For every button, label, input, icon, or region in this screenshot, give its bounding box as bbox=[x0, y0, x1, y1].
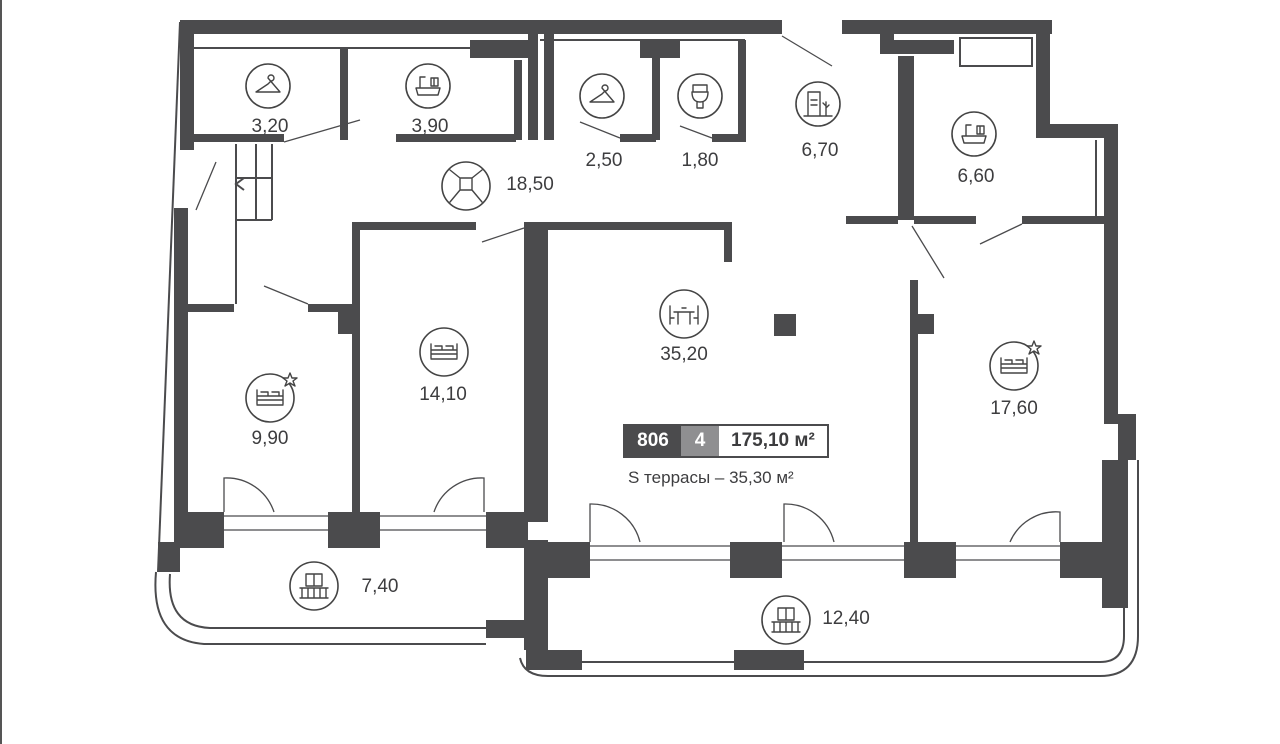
terrace-area-text: S террасы – 35,30 м² bbox=[628, 468, 794, 487]
partition-3 bbox=[528, 34, 538, 140]
wall-left-lower bbox=[174, 208, 188, 548]
pier-1 bbox=[176, 512, 224, 548]
partition-5 bbox=[652, 56, 660, 140]
windows-bedrooms bbox=[224, 515, 486, 531]
wall-bath-bottom-right bbox=[1022, 216, 1104, 224]
wall-living-right bbox=[910, 280, 918, 542]
wall-bed-divider bbox=[352, 222, 360, 512]
wall-bed1-top bbox=[188, 304, 234, 312]
bed-icon bbox=[418, 326, 470, 383]
pier-4 bbox=[546, 542, 590, 578]
area-toilet: 1,80 bbox=[681, 150, 719, 171]
wall-bed1-pier bbox=[338, 304, 356, 334]
door-swings-left bbox=[195, 161, 309, 305]
stairs-arrow bbox=[234, 177, 245, 191]
outer-edge-left bbox=[157, 21, 181, 573]
door-terrace-4 bbox=[783, 503, 835, 543]
partition-1 bbox=[340, 48, 348, 140]
wall-right-lower bbox=[1102, 460, 1128, 608]
door-plant-icon bbox=[794, 80, 842, 133]
hanger-icon bbox=[244, 62, 292, 115]
bathtub-icon bbox=[950, 110, 998, 163]
terrace-right-pier bbox=[734, 650, 804, 670]
wall-right-step bbox=[1036, 124, 1116, 138]
area-bathroom-2: 6,60 bbox=[957, 166, 995, 187]
wall-right-mid bbox=[1104, 124, 1118, 424]
column bbox=[774, 314, 796, 336]
terrace-left-corner bbox=[158, 542, 180, 572]
area-bedroom-master-1: 9,90 bbox=[251, 428, 289, 449]
partition-4 bbox=[544, 34, 554, 140]
wall-bed1-top-right bbox=[308, 304, 354, 312]
area-hallway: 18,50 bbox=[506, 174, 554, 195]
area-living-dining: 35,20 bbox=[660, 344, 708, 365]
wall-right-upper bbox=[1036, 20, 1050, 130]
wall-r2-bottom bbox=[396, 134, 516, 142]
bathtub-icon bbox=[404, 62, 452, 115]
shaft-4 bbox=[959, 37, 1033, 67]
partition-7 bbox=[898, 56, 906, 220]
total-area: 175,10 м² bbox=[719, 426, 827, 456]
bed-star-icon bbox=[988, 340, 1048, 397]
area-terrace-2: 12,40 bbox=[822, 608, 870, 629]
door-bed2 bbox=[481, 227, 525, 243]
terrace-right-rail bbox=[519, 460, 1139, 677]
area-wardrobe-1: 3,20 bbox=[251, 116, 289, 137]
balcony-icon bbox=[760, 594, 812, 651]
windows-living bbox=[590, 545, 1060, 561]
wall-right-pier bbox=[1118, 414, 1136, 460]
wall-left-upper bbox=[180, 20, 194, 150]
area-entrance-hall: 6,70 bbox=[801, 140, 839, 161]
room-count: 4 bbox=[681, 426, 719, 456]
terrace-right-corner-2 bbox=[540, 650, 582, 670]
image-border bbox=[0, 0, 2, 744]
partition-8 bbox=[906, 56, 914, 220]
door-swings-upper bbox=[283, 35, 1023, 279]
partition-2 bbox=[514, 60, 522, 140]
terrace-left-rail bbox=[154, 571, 486, 645]
door-terrace-5 bbox=[1009, 511, 1061, 543]
terrace-left-end bbox=[486, 620, 526, 638]
pier-7 bbox=[1060, 542, 1106, 578]
wall-bed2-top bbox=[352, 222, 476, 230]
shaft-2 bbox=[640, 40, 680, 58]
area-terrace-1: 7,40 bbox=[361, 576, 399, 597]
door-terrace-2 bbox=[433, 477, 485, 513]
apartment-badge: 806 4 175,10 м² bbox=[623, 424, 829, 458]
wall-r4-bottom bbox=[712, 134, 746, 142]
pier-5 bbox=[730, 542, 782, 578]
hanger-icon bbox=[578, 72, 626, 125]
shaft-1-inner bbox=[477, 41, 525, 55]
shaft-3 bbox=[894, 40, 954, 54]
wall-hall-bottom bbox=[846, 216, 898, 224]
wall-living-top-stub bbox=[724, 222, 732, 262]
wall-top-left bbox=[182, 20, 782, 34]
area-bedroom-master-2: 17,60 bbox=[990, 398, 1038, 419]
wall-living-left bbox=[524, 222, 548, 522]
wall-r3-bottom bbox=[620, 134, 656, 142]
area-bedroom-1: 14,10 bbox=[419, 384, 467, 405]
wall-bath-bottom-left bbox=[914, 216, 976, 224]
pier-3 bbox=[486, 512, 528, 548]
pier-2 bbox=[328, 512, 380, 548]
door-terrace-3 bbox=[589, 503, 641, 543]
area-wardrobe-2: 2,50 bbox=[585, 150, 623, 171]
stairs bbox=[235, 144, 273, 304]
balcony-icon bbox=[288, 560, 340, 617]
door-terrace-1 bbox=[223, 477, 275, 513]
wall-living-top bbox=[548, 222, 730, 230]
area-bathroom-1: 3,90 bbox=[411, 116, 449, 137]
wall-r1-bottom bbox=[194, 134, 284, 142]
apartment-number: 806 bbox=[625, 426, 681, 456]
wall-entry-post bbox=[880, 20, 894, 54]
partition-6 bbox=[738, 40, 746, 140]
wall-right-pier-small bbox=[918, 314, 934, 334]
toilet-icon bbox=[676, 72, 724, 125]
pier-6 bbox=[904, 542, 956, 578]
corridor-icon bbox=[440, 160, 492, 217]
dining-table-icon bbox=[658, 288, 710, 345]
wall-top-right bbox=[842, 20, 1052, 34]
bed-star-icon bbox=[244, 372, 304, 429]
